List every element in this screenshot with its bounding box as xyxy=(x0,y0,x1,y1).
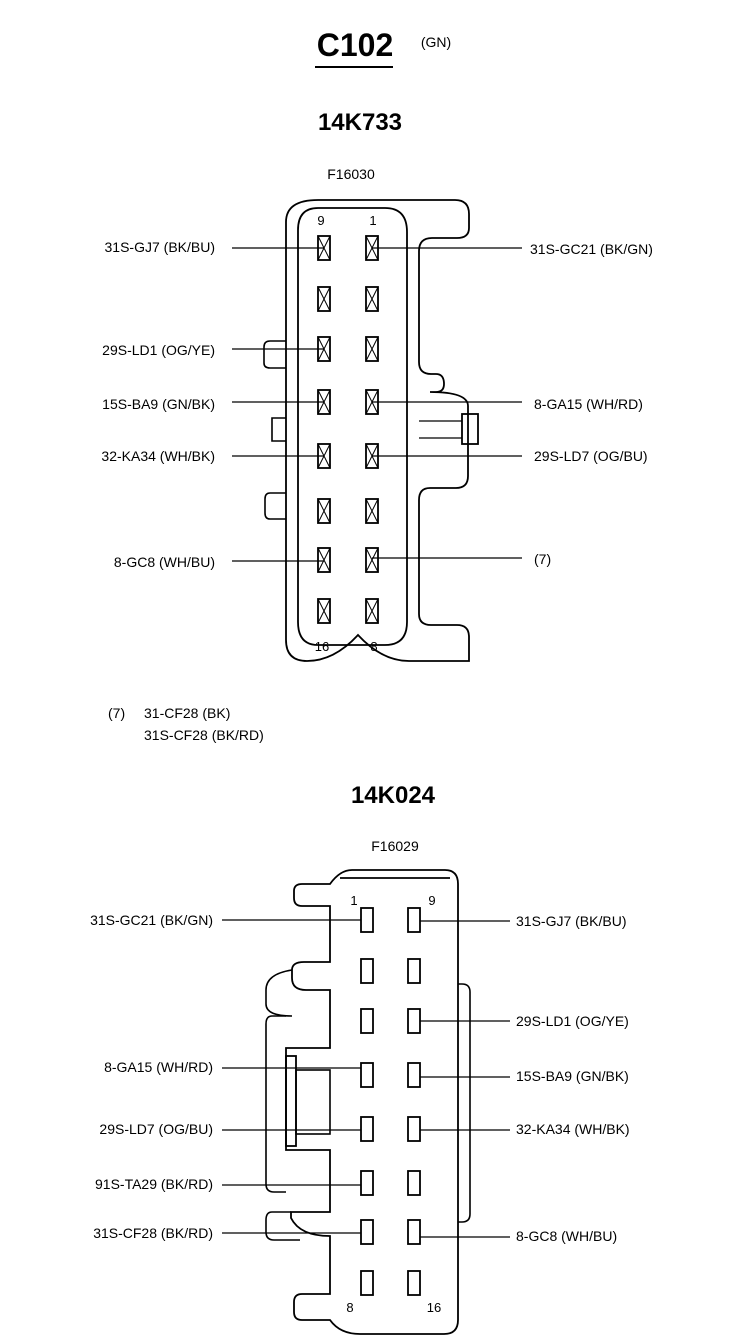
c1-pin-16 xyxy=(317,598,331,624)
c2-wire-label-left-4: 91S-TA29 (BK/RD) xyxy=(95,1176,213,1192)
c2-wire-label-right-3: 15S-BA9 (GN/BK) xyxy=(516,1068,629,1084)
connector1-pins xyxy=(317,235,379,624)
c2-wire-label-right-2: 29S-LD1 (OG/YE) xyxy=(516,1013,629,1029)
c2-wire-label-right-1: 31S-GJ7 (BK/BU) xyxy=(516,913,626,929)
c1-pin-6 xyxy=(365,498,379,524)
c1-wire-label-left-1: 31S-GJ7 (BK/BU) xyxy=(105,239,215,255)
connector2-wires xyxy=(222,919,510,1238)
connector-id: C102 xyxy=(317,27,394,63)
c1-pin-10 xyxy=(317,286,331,312)
c1-pin-3 xyxy=(365,336,379,362)
c2-pin-11 xyxy=(407,1008,421,1034)
color-code: (GN) xyxy=(421,34,451,50)
c2-pin-16 xyxy=(407,1270,421,1296)
c2-pin-5 xyxy=(360,1116,374,1142)
connector1-pin-label-bottom-right: 8 xyxy=(370,639,377,654)
c1-pin-7 xyxy=(365,547,379,573)
note-line-1: 31-CF28 (BK) xyxy=(144,705,230,721)
c2-wire-label-right-4: 32-KA34 (WH/BK) xyxy=(516,1121,630,1137)
c1-wire-label-right-3: 29S-LD7 (OG/BU) xyxy=(534,448,648,464)
c2-pin-2 xyxy=(360,958,374,984)
c1-pin-14 xyxy=(317,498,331,524)
c2-pin-1 xyxy=(360,907,374,933)
c2-wire-label-left-1: 31S-GC21 (BK/GN) xyxy=(90,912,213,928)
c1-wire-label-left-3: 15S-BA9 (GN/BK) xyxy=(102,396,215,412)
connector2-face-code: F16029 xyxy=(371,838,419,854)
c2-wire-label-right-5: 8-GC8 (WH/BU) xyxy=(516,1228,617,1244)
connector1-pin-label-top-right: 1 xyxy=(369,213,376,228)
connector2-pins xyxy=(360,907,421,1296)
c1-pin-15 xyxy=(317,547,331,573)
connector1-pin-label-bottom-left: 16 xyxy=(315,639,329,654)
c1-wire-label-left-5: 8-GC8 (WH/BU) xyxy=(114,554,215,570)
c2-pin-6 xyxy=(360,1170,374,1196)
connector2-pin-label-top-right: 9 xyxy=(428,893,435,908)
connector1-face-code: F16030 xyxy=(327,166,375,182)
c2-pin-3 xyxy=(360,1008,374,1034)
c2-pin-4 xyxy=(360,1062,374,1088)
connector1-housing xyxy=(263,199,479,662)
c1-pin-2 xyxy=(365,286,379,312)
connector1-wires xyxy=(232,247,522,562)
c2-pin-7 xyxy=(360,1219,374,1245)
c2-pin-12 xyxy=(407,1062,421,1088)
connector2-part-number: 14K024 xyxy=(351,782,436,809)
c1-wire-label-right-4: (7) xyxy=(534,551,551,567)
c1-wire-label-right-1: 31S-GC21 (BK/GN) xyxy=(530,241,653,257)
c2-pin-9 xyxy=(407,907,421,933)
c1-pin-8 xyxy=(365,598,379,624)
c1-wire-label-left-2: 29S-LD1 (OG/YE) xyxy=(102,342,215,358)
note-line-2: 31S-CF28 (BK/RD) xyxy=(144,727,264,743)
c1-wire-label-right-2: 8-GA15 (WH/RD) xyxy=(534,396,643,412)
c2-pin-15 xyxy=(407,1219,421,1245)
connector2-pin-label-top-left: 1 xyxy=(350,893,357,908)
c2-wire-label-left-2: 8-GA15 (WH/RD) xyxy=(104,1059,213,1075)
connector1-part-number: 14K733 xyxy=(318,109,402,136)
c2-pin-10 xyxy=(407,958,421,984)
connector2-pin-label-bottom-right: 16 xyxy=(427,1300,441,1315)
c2-pin-14 xyxy=(407,1170,421,1196)
c2-wire-label-left-5: 31S-CF28 (BK/RD) xyxy=(93,1225,213,1241)
connector1-pin-label-top-left: 9 xyxy=(317,213,324,228)
c1-wire-label-left-4: 32-KA34 (WH/BK) xyxy=(101,448,215,464)
connector2-pin-label-bottom-left: 8 xyxy=(346,1300,353,1315)
note-ref: (7) xyxy=(108,705,125,721)
c2-pin-13 xyxy=(407,1116,421,1142)
c2-pin-8 xyxy=(360,1270,374,1296)
c2-wire-label-left-3: 29S-LD7 (OG/BU) xyxy=(99,1121,213,1137)
connector2-housing xyxy=(265,869,471,1335)
